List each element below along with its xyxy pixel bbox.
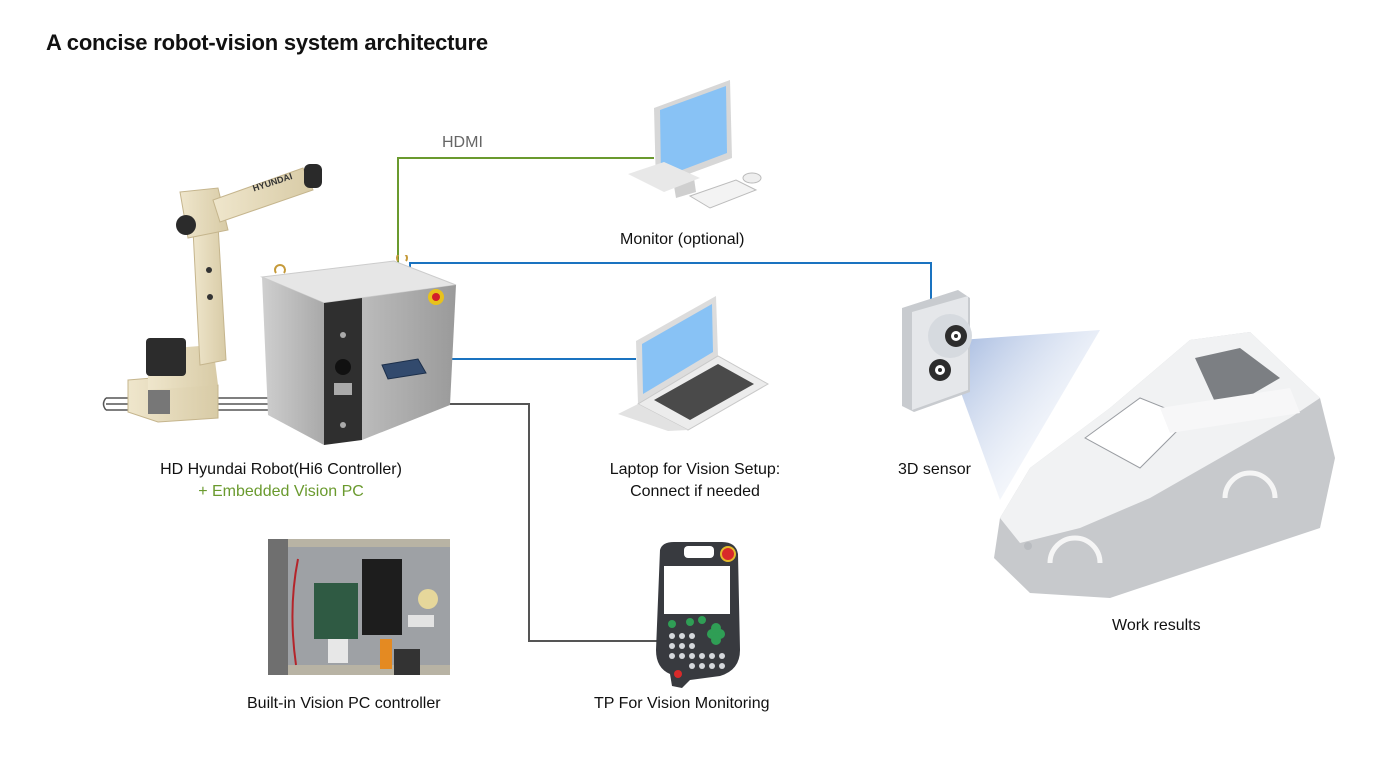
laptop-label: Laptop for Vision Setup: Connect if need… [590, 459, 800, 503]
tp-label: TP For Vision Monitoring [594, 695, 770, 712]
monitor-icon [628, 80, 762, 209]
vision-pc-label: Built-in Vision PC controller [247, 695, 441, 712]
monitor-label: Monitor (optional) [620, 231, 745, 248]
diagram-title: A concise robot-vision system architectu… [46, 30, 488, 55]
sensor-beam [960, 330, 1100, 500]
sensor-label: 3D sensor [898, 461, 971, 478]
car-label: Work results [1112, 617, 1201, 634]
3d-sensor-icon [902, 290, 972, 412]
teach-pendant-icon [656, 542, 740, 688]
laptop-icon [618, 296, 770, 431]
robot-arm-icon: HYUNDAI [127, 164, 322, 423]
vision-pc-photo [268, 539, 450, 675]
laptop-label-line2: Connect if needed [630, 483, 760, 500]
robot-label-line2: + Embedded Vision PC [198, 483, 364, 500]
hdmi-label: HDMI [442, 134, 483, 151]
robot-controller-icon [260, 255, 457, 445]
car-body-icon [994, 332, 1335, 598]
tp-connection [440, 403, 660, 642]
laptop-label-line1: Laptop for Vision Setup: [609, 461, 781, 478]
robot-label: HD Hyundai Robot(Hi6 Controller) + Embed… [140, 459, 422, 503]
robot-label-line1: HD Hyundai Robot(Hi6 Controller) [160, 461, 402, 478]
